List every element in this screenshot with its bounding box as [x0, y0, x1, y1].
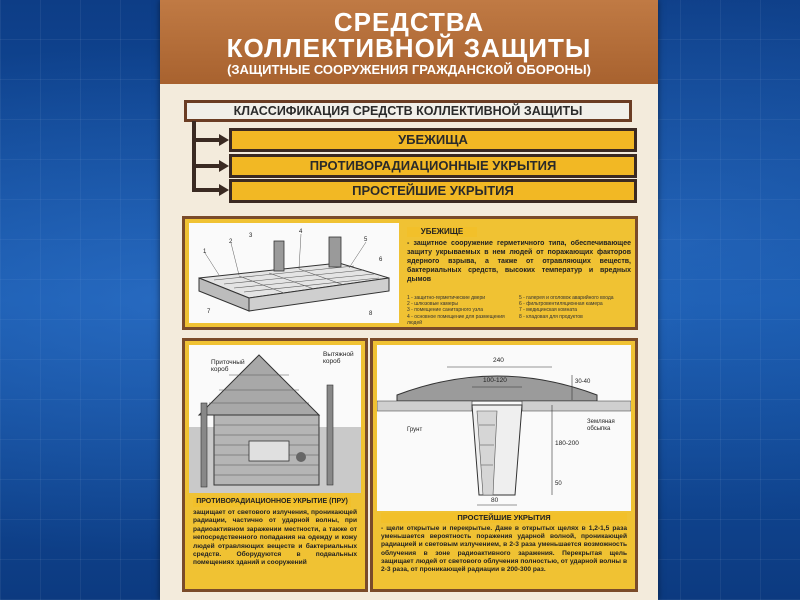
legend-item: 6 - фильтровентиляционная камера [519, 301, 603, 308]
title-line-1: СРЕДСТВА [333, 7, 485, 37]
legend-item: 7 - медицинская комната [519, 307, 578, 314]
simple-shelter-panel: 240 100-120 180-200 80 30-40 50 Грунт Зе… [370, 338, 638, 592]
shelter-legend-col1: 1 - защитно-герметические двери 2 - шлюз… [407, 295, 517, 326]
shelter-legend-col2: 5 - галерея и оголовок аварийного входа … [519, 295, 631, 320]
simple-shelter-label: ПРОСТЕЙШИЕ УКРЫТИЯ [381, 513, 627, 523]
legend-item: 5 - галерея и оголовок аварийного входа [519, 295, 614, 301]
shelter-drawing-area: 1 2 3 4 5 6 7 8 [189, 223, 399, 323]
svg-text:6: 6 [379, 257, 383, 263]
simple-shelter-illustration [376, 366, 632, 506]
ground-label: Грунт [407, 427, 423, 433]
tree-connector-3 [192, 188, 222, 192]
exhaust-duct-label: Вытяжной короб [323, 351, 354, 365]
legend-item: 8 - кладовая для продуктов [519, 313, 583, 320]
simple-shelter-drawing-area: 240 100-120 180-200 80 30-40 50 Грунт Зе… [376, 345, 632, 511]
poster-header: СРЕДСТВА КОЛЛЕКТИВНОЙ ЗАЩИТЫ (ЗАЩИТНЫЕ С… [160, 0, 658, 84]
svg-text:5: 5 [364, 237, 368, 243]
dim-depth: 180-200 [555, 440, 579, 447]
earth-fill-label: Земляная обсыпка [587, 419, 615, 432]
legend-item: 4 - основное помещение для размещения лю… [407, 313, 505, 326]
title-line-2: КОЛЛЕКТИВНОЙ ЗАЩИТЫ [226, 33, 592, 63]
anti-radiation-illustration [189, 354, 361, 493]
legend-item: 1 - защитно-герметические двери [407, 295, 486, 301]
poster: СРЕДСТВА КОЛЛЕКТИВНОЙ ЗАЩИТЫ (ЗАЩИТНЫЕ С… [160, 0, 658, 600]
simple-shelter-description: - щели открытые и перекрытые. Даже в отк… [381, 525, 627, 574]
supply-duct-label: Приточный короб [211, 359, 245, 373]
tree-connector-1 [192, 138, 222, 142]
anti-radiation-description: защищает от светового излучения, проника… [193, 509, 357, 567]
dim-bottom: 80 [491, 497, 499, 504]
legend-item: 2 - шлюзовые камеры [407, 301, 459, 308]
poster-subtitle: (ЗАЩИТНЫЕ СООРУЖЕНИЯ ГРАЖДАНСКОЙ ОБОРОНЫ… [227, 62, 591, 77]
arrow-icon [219, 134, 229, 146]
legend-item: 3 - помещение санитарного узла [407, 307, 483, 314]
svg-text:7: 7 [207, 309, 211, 315]
classification-header: КЛАССИФИКАЦИЯ СРЕДСТВ КОЛЛЕКТИВНОЙ ЗАЩИТ… [184, 100, 632, 122]
arrow-icon [219, 160, 229, 172]
anti-radiation-drawing-area: Приточный короб Вытяжной короб [189, 345, 361, 493]
svg-text:8: 8 [369, 311, 373, 317]
dim-small: 50 [555, 481, 562, 487]
category-shelters: УБЕЖИЩА [229, 128, 637, 152]
svg-text:2: 2 [229, 239, 233, 245]
shelter-label: УБЕЖИЩЕ [407, 227, 477, 237]
category-simple: ПРОСТЕЙШИЕ УКРЫТИЯ [229, 179, 637, 203]
anti-radiation-label: ПРОТИВОРАДИАЦИОННОЕ УКРЫТИЕ (ПРУ) [193, 497, 351, 507]
anti-radiation-panel: Приточный короб Вытяжной короб ПРОТИВОРА… [182, 338, 368, 592]
svg-text:4: 4 [299, 229, 303, 235]
category-anti-radiation: ПРОТИВОРАДИАЦИОННЫЕ УКРЫТИЯ [229, 154, 637, 178]
shelter-illustration: 1 2 3 4 5 6 7 8 [198, 229, 390, 317]
dim-inner: 100-120 [483, 377, 507, 384]
arrow-icon [219, 184, 229, 196]
shelter-panel: 1 2 3 4 5 6 7 8 УБЕЖИЩЕ - защитное сооружение… [182, 216, 638, 330]
svg-text:1: 1 [203, 249, 207, 255]
shelter-description: - защитное сооружение герметичного типа,… [407, 240, 631, 283]
tree-connector-2 [192, 164, 222, 168]
dim-side: 30-40 [575, 379, 591, 385]
tree-connector-vertical [192, 121, 196, 191]
dim-top: 240 [493, 357, 504, 364]
svg-text:3: 3 [249, 233, 253, 239]
